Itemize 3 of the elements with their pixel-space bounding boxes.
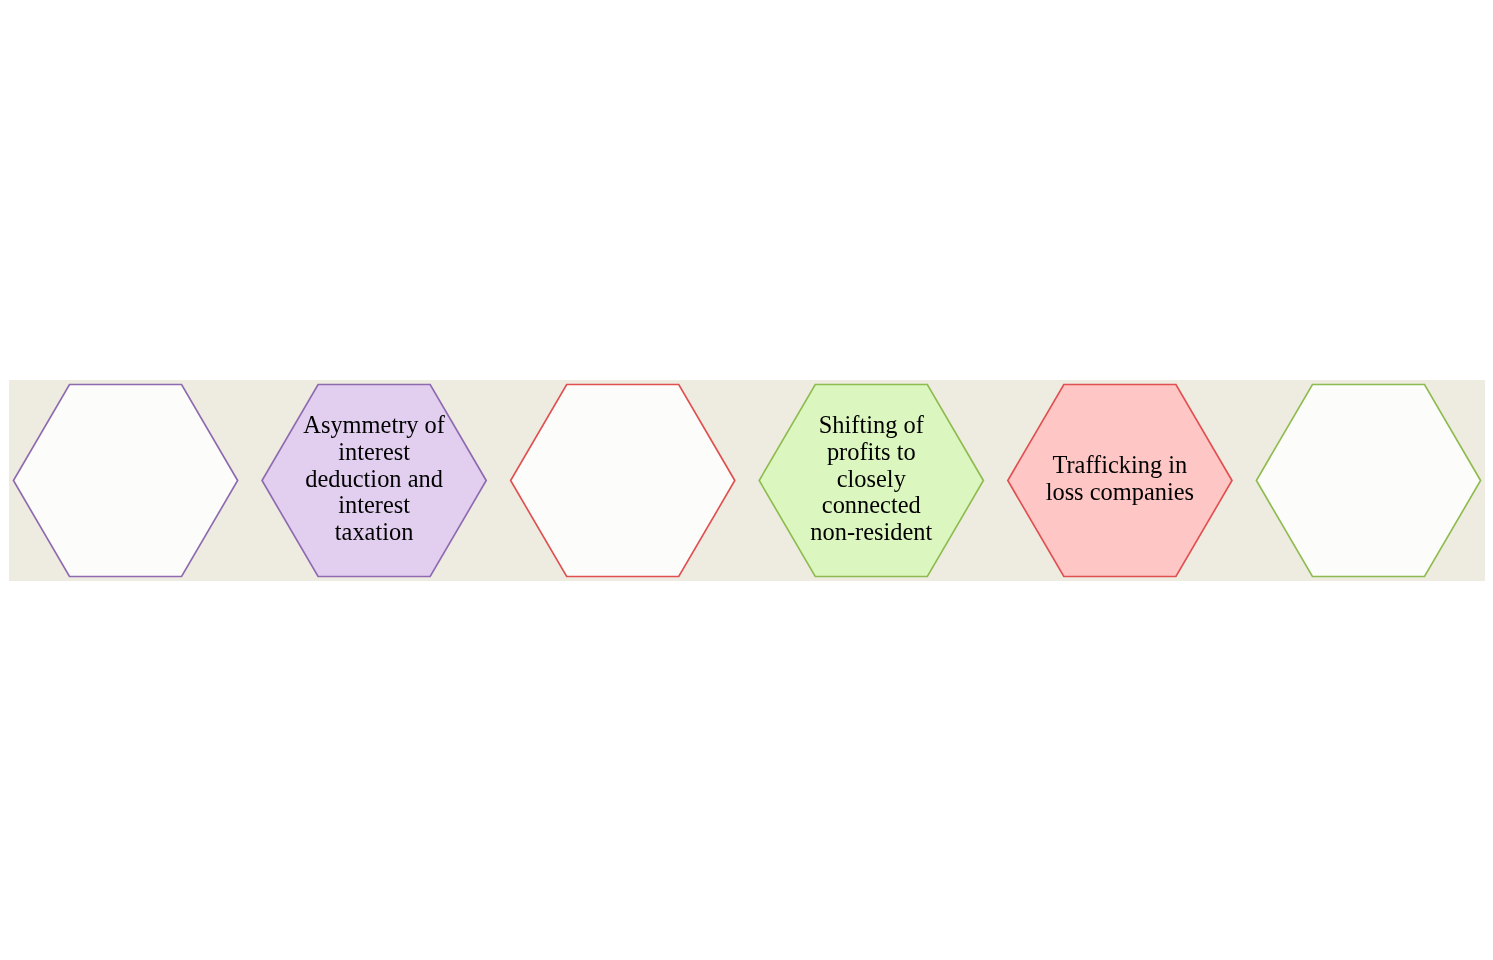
node-hexagon (11, 383, 239, 577)
node-hexagon (509, 383, 736, 577)
node-hexagon (1254, 383, 1482, 577)
